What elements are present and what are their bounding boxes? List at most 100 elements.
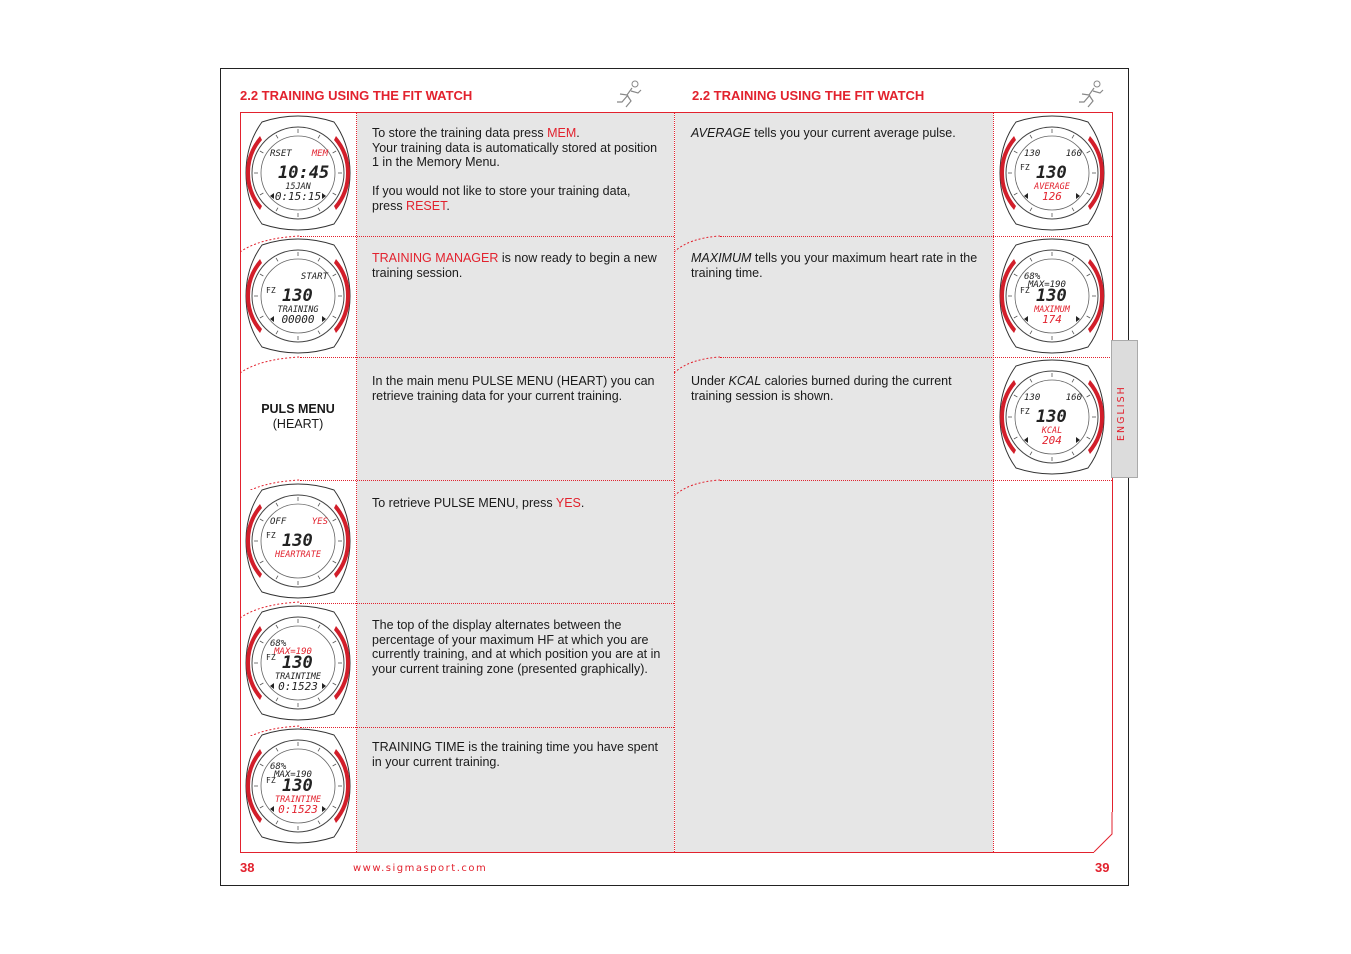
puls-menu-sub: (HEART) — [272, 417, 324, 431]
display-line-1-right: YES — [312, 517, 329, 527]
display-line-3: TRAINTIME — [275, 672, 322, 682]
display-main-value: 10:45 — [278, 163, 329, 183]
bezel-tick — [259, 518, 264, 522]
watch-button — [1088, 259, 1104, 296]
watch-button — [334, 786, 350, 823]
watch-button — [246, 173, 262, 210]
display-fz: FZ — [1020, 286, 1030, 295]
right-section-title: 2.2 TRAINING USING THE FIT WATCH — [692, 88, 925, 103]
arrow-left-icon — [270, 193, 274, 199]
row-curves — [240, 235, 301, 490]
display-main-value: 130 — [282, 776, 313, 796]
display-line-4: 00000 — [281, 313, 314, 326]
runner-icon — [1079, 80, 1104, 108]
bezel-tick — [275, 820, 279, 825]
watch-button — [246, 504, 262, 541]
bezel-tick — [1029, 134, 1033, 139]
bezel-tick — [1013, 192, 1018, 196]
display-fz: FZ — [266, 653, 276, 662]
display-fz: FZ — [266, 531, 276, 540]
display-line-1: 68% — [270, 762, 287, 772]
bezel-tick — [259, 805, 264, 809]
bezel-tick — [332, 315, 337, 319]
display-main-value: 130 — [282, 531, 313, 551]
watch-button — [246, 663, 262, 700]
watch-button — [246, 786, 262, 823]
row-divider — [300, 603, 674, 604]
bezel-tick — [275, 747, 279, 752]
bezel-tick — [317, 330, 321, 335]
bezel-tick — [1086, 273, 1091, 277]
table-corner — [1093, 812, 1113, 853]
bezel-tick — [1013, 150, 1018, 154]
bezel-tick — [275, 575, 279, 580]
display-fz: FZ — [1020, 407, 1030, 416]
watch-face — [260, 748, 336, 824]
bezel-tick — [1029, 257, 1033, 262]
watch-button — [334, 749, 350, 786]
watch-face — [260, 625, 336, 701]
bezel-tick — [275, 257, 279, 262]
display-line-1-right: MEM — [311, 149, 329, 159]
watch-button — [334, 136, 350, 173]
row-divider — [720, 480, 1112, 481]
bezel-tick — [1071, 207, 1075, 212]
bezel-tick — [1013, 394, 1018, 398]
bezel-tick — [1086, 436, 1091, 440]
language-tab: ENGLISH — [1111, 340, 1138, 478]
display-line-2: MAX=190 — [273, 647, 312, 657]
table-border — [240, 852, 1094, 853]
display-line-4: 174 — [1042, 313, 1062, 326]
display-line-4: 126 — [1042, 190, 1062, 203]
bezel-tick — [275, 502, 279, 507]
bezel-tick — [1013, 273, 1018, 277]
right-page-number: 39 — [1095, 860, 1110, 875]
display-main-value: 130 — [282, 653, 313, 673]
display-line-3: MAXIMUM — [1033, 305, 1071, 315]
column-divider — [674, 113, 675, 852]
arrow-right-icon — [322, 683, 326, 689]
display-line-1: 130 — [1024, 393, 1040, 403]
watch-face — [1014, 379, 1090, 455]
arrow-right-icon — [1076, 437, 1080, 443]
display-main-value: 130 — [1036, 163, 1067, 183]
bezel-tick — [275, 330, 279, 335]
watch-face — [1014, 258, 1090, 334]
bezel-tick — [1071, 257, 1075, 262]
column-divider — [993, 113, 994, 852]
watch-button — [246, 749, 262, 786]
bezel-tick — [259, 192, 264, 196]
instruction-text: TRAINING TIME is the training time you h… — [372, 740, 658, 769]
display-main-value: 130 — [1036, 407, 1067, 427]
bezel-tick — [317, 257, 321, 262]
arrow-right-icon — [1076, 316, 1080, 322]
instruction-text: Under KCAL calories burned during the cu… — [691, 374, 952, 403]
watch-button — [1088, 296, 1104, 333]
bezel-tick — [317, 624, 321, 629]
watch-face — [260, 135, 336, 211]
display-line-1-right: 160 — [1066, 393, 1082, 403]
instruction-text: To retrieve PULSE MENU, press YES. — [372, 496, 585, 510]
display-line-3: 15JAN — [285, 182, 311, 192]
watch-button — [246, 136, 262, 173]
watch-button — [334, 296, 350, 333]
display-line-4: 0:1523 — [278, 803, 318, 816]
watch-button — [1000, 173, 1016, 210]
arrow-right-icon — [322, 806, 326, 812]
watch-face — [1014, 135, 1090, 211]
watch-button — [334, 259, 350, 296]
website-url[interactable]: www.sigmasport.com — [353, 863, 488, 874]
arrow-right-icon — [322, 193, 326, 199]
bezel-tick — [275, 134, 279, 139]
bezel-tick — [317, 134, 321, 139]
puls-menu-label: PULS MENU (HEART) — [240, 402, 356, 432]
watch-button — [1000, 296, 1016, 333]
bezel-tick — [317, 820, 321, 825]
display-line-1: 130 — [1024, 149, 1040, 159]
watch-button — [1088, 173, 1104, 210]
display-fz: FZ — [1020, 163, 1030, 172]
arrow-right-icon — [322, 316, 326, 322]
bezel-tick — [332, 640, 337, 644]
bezel-tick — [317, 502, 321, 507]
